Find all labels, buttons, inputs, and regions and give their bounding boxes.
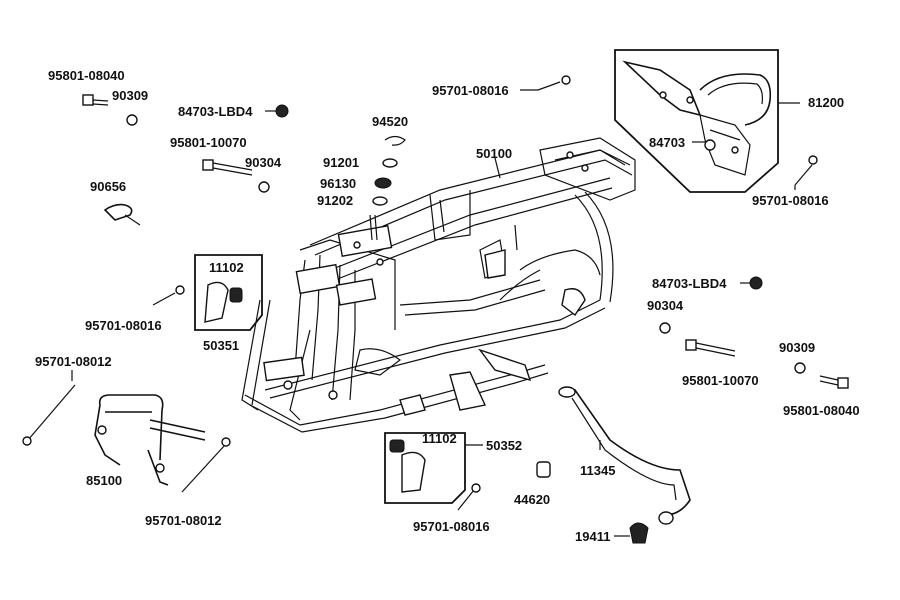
label-95801-08040-right: 95801-08040	[783, 403, 860, 418]
label-44620: 44620	[514, 492, 550, 507]
label-84703-lbd4-right: 84703-LBD4	[652, 276, 727, 291]
leader-lines	[71, 89, 800, 537]
label-50351: 50351	[203, 338, 239, 353]
label-11102-left: 11102	[209, 260, 244, 275]
label-11345: 11345	[580, 463, 615, 478]
label-90304-right: 90304	[647, 298, 684, 313]
label-95701-08016-left: 95701-08016	[85, 318, 162, 333]
label-90309-left: 90309	[112, 88, 148, 103]
bracket-box-middle	[384, 432, 466, 504]
label-95701-08016-bottom: 95701-08016	[413, 519, 490, 534]
label-19411: 19411	[575, 529, 610, 544]
main-frame	[241, 137, 636, 433]
label-95701-08016-top: 95701-08016	[432, 83, 509, 98]
label-11102-middle: 11102	[422, 431, 457, 446]
label-84703-lbd4-top: 84703-LBD4	[178, 104, 253, 119]
label-85100: 85100	[86, 473, 122, 488]
label-95701-08016-right: 95701-08016	[752, 193, 829, 208]
label-95701-08012-bottom: 95701-08012	[145, 513, 222, 528]
label-95801-10070-left: 95801-10070	[170, 135, 247, 150]
label-95801-08040-left: 95801-08040	[48, 68, 125, 83]
front-bumper	[94, 394, 206, 486]
part-labels: 95801-08040 90309 84703-LBD4 95801-10070…	[35, 68, 860, 544]
rear-carrier-inset	[614, 49, 779, 193]
label-90656: 90656	[90, 179, 126, 194]
bracket-box-left	[194, 254, 263, 331]
label-95801-10070-right: 95801-10070	[682, 373, 759, 388]
label-50100: 50100	[476, 146, 512, 161]
label-91201: 91201	[323, 155, 359, 170]
label-94520: 94520	[372, 114, 408, 129]
label-84703-right: 84703	[649, 135, 685, 150]
label-81200: 81200	[808, 95, 844, 110]
hardware	[22, 75, 849, 544]
label-95701-08012-left: 95701-08012	[35, 354, 112, 369]
exhaust-pipe	[558, 386, 691, 525]
label-90304-left: 90304	[245, 155, 282, 170]
label-91202: 91202	[317, 193, 353, 208]
label-50352: 50352	[486, 438, 522, 453]
label-96130: 96130	[320, 176, 356, 191]
label-90309-right: 90309	[779, 340, 815, 355]
